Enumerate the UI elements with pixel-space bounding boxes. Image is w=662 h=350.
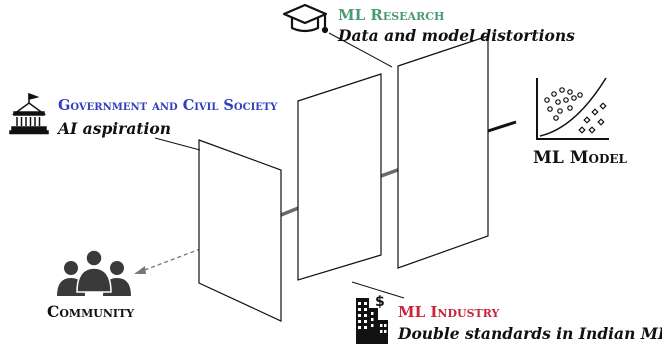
pane-industry	[297, 73, 382, 281]
industry-subtitle: Double standards in Indian ML	[398, 324, 662, 343]
svg-text:$: $	[375, 294, 385, 310]
beam-segment-model	[487, 120, 517, 133]
research-subtitle: Data and model distortions	[338, 26, 575, 45]
leader-research	[328, 32, 393, 68]
government-subtitle: AI aspiration	[58, 119, 172, 138]
arrowhead	[134, 266, 146, 274]
community-title: Community	[47, 302, 135, 321]
industry-title: ML Industry	[398, 303, 500, 321]
leader-government	[154, 137, 201, 151]
model-title: ML Model	[533, 148, 627, 168]
city-dollar-icon: $	[356, 294, 388, 344]
pane-research	[397, 35, 489, 269]
scatter-plot-icon	[536, 77, 609, 140]
graduation-cap-icon	[282, 3, 329, 34]
people-group-icon	[57, 249, 131, 296]
government-building-icon	[9, 92, 49, 135]
government-title: Government and Civil Society	[58, 97, 278, 114]
pane-government	[198, 139, 282, 322]
research-title: ML Research	[338, 6, 445, 24]
leader-industry	[351, 281, 405, 299]
